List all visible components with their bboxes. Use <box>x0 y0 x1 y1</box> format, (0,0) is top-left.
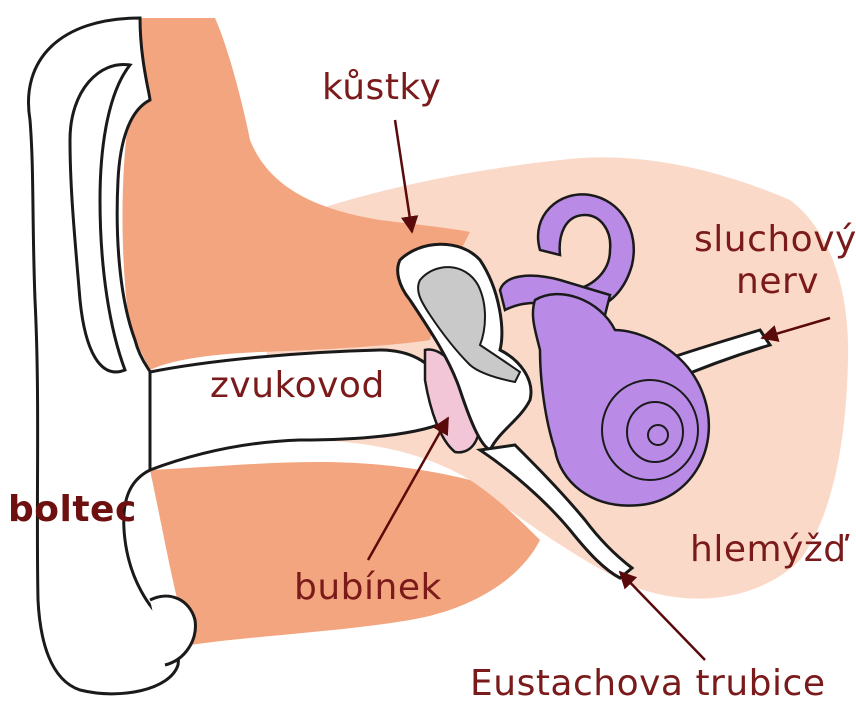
label-ossicles: kůstky <box>322 70 441 106</box>
label-auditory-nerve-line2: nerv <box>736 264 819 300</box>
label-auricle: boltec <box>8 492 137 528</box>
label-eustachian-tube: Eustachova trubice <box>470 666 825 702</box>
skin-region-lower <box>150 462 540 645</box>
label-ear-canal: zvukovod <box>210 368 385 404</box>
label-eardrum: bubínek <box>294 570 442 606</box>
label-auditory-nerve-line1: sluchový <box>694 222 856 258</box>
label-cochlea: hlemýžď <box>690 532 847 568</box>
